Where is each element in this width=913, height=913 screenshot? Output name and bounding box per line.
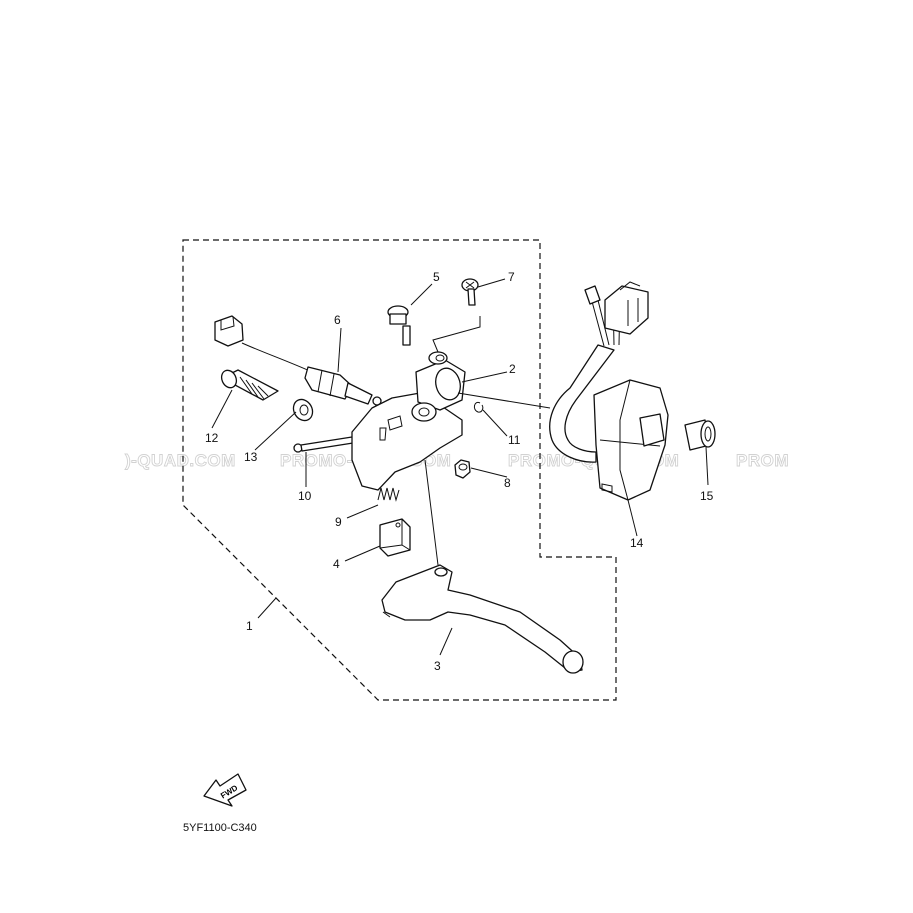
part-15-collar <box>684 419 716 451</box>
fwd-arrow-icon: FWD <box>203 773 247 807</box>
part-14-handlebar-switch <box>549 281 669 501</box>
callout-2: 2 <box>509 362 516 376</box>
callout-11: 11 <box>508 433 521 447</box>
part-8-nut <box>454 459 471 479</box>
assembly-boundary <box>182 239 617 701</box>
callout-4: 4 <box>333 557 340 571</box>
callout-labels: 5 7 6 2 12 13 11 10 8 9 4 1 3 14 15 <box>205 270 714 673</box>
diagram-code: 5YF1100-C340 <box>183 822 257 834</box>
callout-14: 14 <box>630 536 644 550</box>
lever-holder-body <box>351 351 466 491</box>
part-9-spring <box>377 487 400 502</box>
callout-3: 3 <box>434 659 441 673</box>
part-13-lock-nut <box>292 398 314 422</box>
callout-5: 5 <box>433 270 440 284</box>
part-10-pivot-bolt <box>293 436 354 453</box>
part-6-switch <box>214 315 382 406</box>
watermark-edge: PROM <box>736 451 789 470</box>
callout-10: 10 <box>298 489 312 503</box>
part-3-lever <box>381 564 584 674</box>
watermark-left: )-QUAD.COM <box>125 451 236 470</box>
callout-6: 6 <box>334 313 341 327</box>
part-7-screw <box>461 278 479 306</box>
leader-lines <box>211 278 709 656</box>
callout-15: 15 <box>700 489 714 503</box>
part-12-adjuster-bolt <box>220 369 279 401</box>
part-5-screw <box>387 305 411 346</box>
part-4-cover <box>379 518 411 557</box>
callout-12: 12 <box>205 431 219 445</box>
callout-8: 8 <box>504 476 511 490</box>
callout-13: 13 <box>244 450 258 464</box>
callout-7: 7 <box>508 270 515 284</box>
callout-9: 9 <box>335 515 342 529</box>
callout-1: 1 <box>246 619 253 633</box>
part-11-circlip <box>473 401 484 413</box>
